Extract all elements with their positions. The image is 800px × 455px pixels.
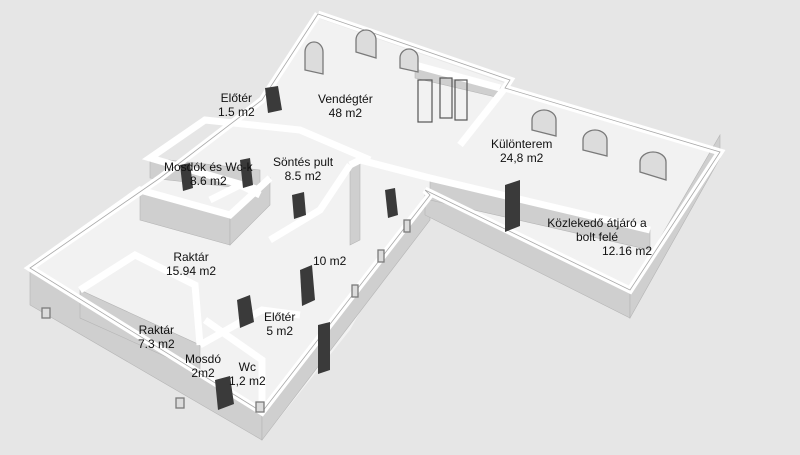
- room-label-eloter-small: Előtér 1.5 m2: [218, 91, 255, 119]
- glass-doors: [417, 77, 468, 123]
- room-name: Különterem: [491, 137, 553, 151]
- room-label-vendegter: Vendégtér 48 m2: [318, 92, 373, 120]
- room-area: 15.94 m2: [166, 264, 217, 278]
- window-icon: [531, 109, 557, 137]
- room-label-sontes-pult: Söntés pult 8.5 m2: [273, 155, 333, 183]
- room-area: 10 m2: [313, 254, 347, 268]
- window-icon: [639, 151, 667, 181]
- windows: [41, 29, 667, 413]
- room-area: 7.3 m2: [138, 337, 175, 351]
- room-label-kulonterem: Különterem 24,8 m2: [491, 137, 552, 165]
- room-area: 12.16 m2: [601, 244, 652, 258]
- room-name: Közlekedő átjáró a bolt felé: [547, 216, 647, 244]
- room-name: Raktár: [138, 323, 175, 337]
- door-icon: [385, 188, 398, 218]
- door-icon: [265, 86, 282, 113]
- window-icon: [255, 401, 265, 413]
- room-area: 48 m2: [328, 106, 363, 120]
- room-area: 24,8 m2: [500, 151, 544, 165]
- door-icon: [215, 376, 234, 410]
- room-name: Raktár: [173, 250, 209, 264]
- door-icon: [318, 322, 330, 374]
- room-label-mosdok: Mosdók és Wc-k 8.6 m2: [164, 160, 253, 188]
- room-label-raktar-large: Raktár 15.94 m2: [166, 250, 216, 278]
- door-icon: [237, 295, 254, 328]
- door-icon: [505, 180, 520, 232]
- door-icon: [180, 163, 193, 191]
- room-name: Wc: [238, 360, 256, 374]
- room-area: 1,2 m2: [229, 374, 266, 388]
- window-icon: [582, 129, 608, 157]
- window-icon: [304, 41, 324, 75]
- room-area: 2m2: [191, 366, 215, 380]
- wall-outlines: [29, 13, 721, 413]
- window-icon: [351, 284, 359, 298]
- room-label-kozlekedo: Közlekedő átjáró a bolt felé 12.16 m2: [542, 216, 652, 258]
- window-icon: [41, 307, 51, 319]
- door-icon: [292, 192, 306, 219]
- room-name: Mosdó: [185, 352, 222, 366]
- room-name: Söntés pult: [273, 155, 334, 169]
- room-name: Vendégtér: [318, 92, 373, 106]
- room-area: 1.5 m2: [218, 105, 255, 119]
- room-label-raktar-small: Raktár 7.3 m2: [138, 323, 175, 351]
- room-label-eloter-large: Előtér 5 m2: [264, 310, 295, 338]
- door-icon: [240, 158, 253, 188]
- room-name: Előtér: [264, 310, 296, 324]
- window-icon: [377, 249, 385, 263]
- room-area: 8.5 m2: [284, 169, 322, 183]
- window-icon: [175, 397, 185, 409]
- room-label-mosdo: Mosdó 2m2: [185, 352, 221, 380]
- window-icon: [403, 219, 411, 233]
- room-name: Mosdók és Wc-k: [164, 160, 253, 174]
- door-icon: [300, 265, 315, 306]
- room-label-10m2: 10 m2: [313, 254, 346, 268]
- room-label-wc: Wc 1,2 m2: [229, 360, 266, 388]
- window-icon: [399, 48, 419, 73]
- room-area: 5 m2: [266, 324, 294, 338]
- window-icon: [355, 29, 377, 59]
- doors: [180, 86, 520, 410]
- room-name: Előtér: [220, 91, 253, 105]
- room-area: 8.6 m2: [190, 174, 227, 188]
